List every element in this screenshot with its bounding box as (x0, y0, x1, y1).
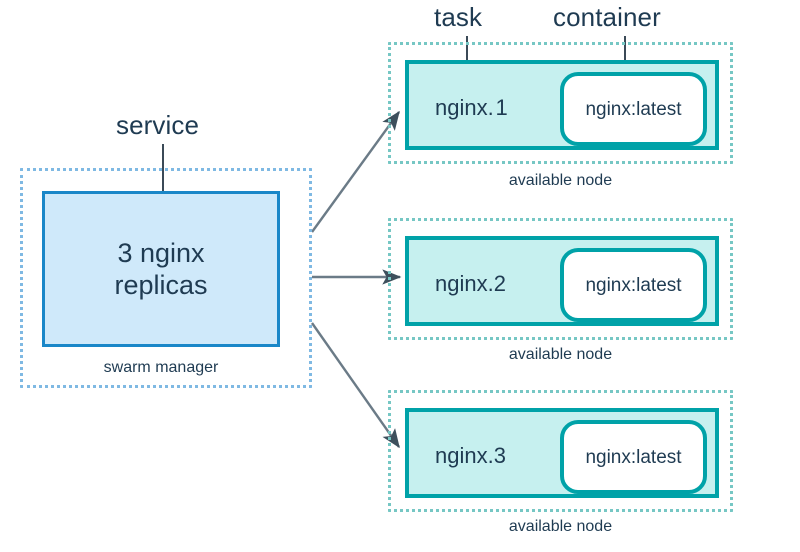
available-node-2-caption: available node (508, 346, 613, 363)
available-node-1-boundary: nginx. 1 nginx:latest (388, 42, 733, 164)
container-label-1: nginx:latest (585, 98, 682, 120)
task-label-1: nginx. 1 (435, 95, 508, 120)
container-box-2[interactable]: nginx:latest (560, 248, 707, 322)
service-label-line1: 3 nginx (117, 238, 205, 268)
container-box-3[interactable]: nginx:latest (560, 420, 707, 494)
callout-label-task: task (434, 2, 483, 32)
available-node-3-boundary: nginx.3 nginx:latest (388, 390, 733, 512)
arrow-to-node-1 (311, 110, 400, 233)
callout-label-service: service (116, 110, 200, 140)
task-box-3[interactable]: nginx.3 nginx:latest (405, 408, 719, 498)
task-label-3: nginx.3 (435, 443, 506, 468)
swarm-manager-boundary: 3 nginx replicas swarm manager (20, 168, 312, 388)
container-box-1[interactable]: nginx:latest (560, 72, 707, 146)
swarm-manager-caption: swarm manager (103, 359, 219, 376)
available-node-1-caption: available node (508, 172, 613, 189)
callout-leader-service (162, 144, 164, 232)
task-box-2[interactable]: nginx.2 nginx:latest (405, 236, 719, 326)
available-node-2-boundary: nginx.2 nginx:latest (388, 218, 733, 340)
available-node-3-caption: available node (508, 518, 613, 535)
callout-label-container: container (553, 2, 661, 32)
task-label-2: nginx.2 (435, 271, 506, 296)
arrow-to-node-3 (311, 322, 400, 449)
service-label-line2: replicas (114, 269, 208, 300)
container-label-3: nginx:latest (585, 446, 682, 468)
service-label: 3 nginx replicas (45, 238, 277, 302)
service-box[interactable]: 3 nginx replicas (42, 191, 280, 347)
task-box-1[interactable]: nginx. 1 nginx:latest (405, 60, 719, 150)
container-label-2: nginx:latest (585, 274, 682, 296)
